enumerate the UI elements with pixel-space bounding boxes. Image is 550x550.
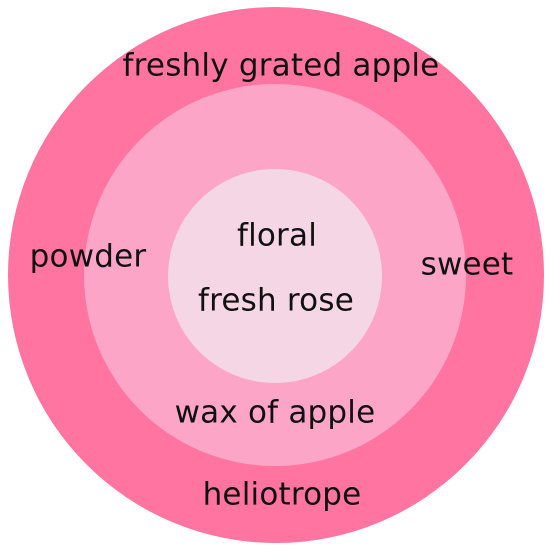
outer-label-powder: powder bbox=[29, 238, 147, 275]
inner-label-floral: floral bbox=[236, 217, 318, 254]
outer-label-heliotrope: heliotrope bbox=[202, 476, 362, 513]
middle-label-wax-of-apple: wax of apple bbox=[174, 394, 376, 431]
outer-label-sweet: sweet bbox=[420, 246, 514, 283]
outer-label-freshly-grated-apple: freshly grated apple bbox=[122, 47, 440, 84]
inner-ring bbox=[168, 169, 382, 383]
inner-label-fresh-rose: fresh rose bbox=[198, 282, 354, 319]
